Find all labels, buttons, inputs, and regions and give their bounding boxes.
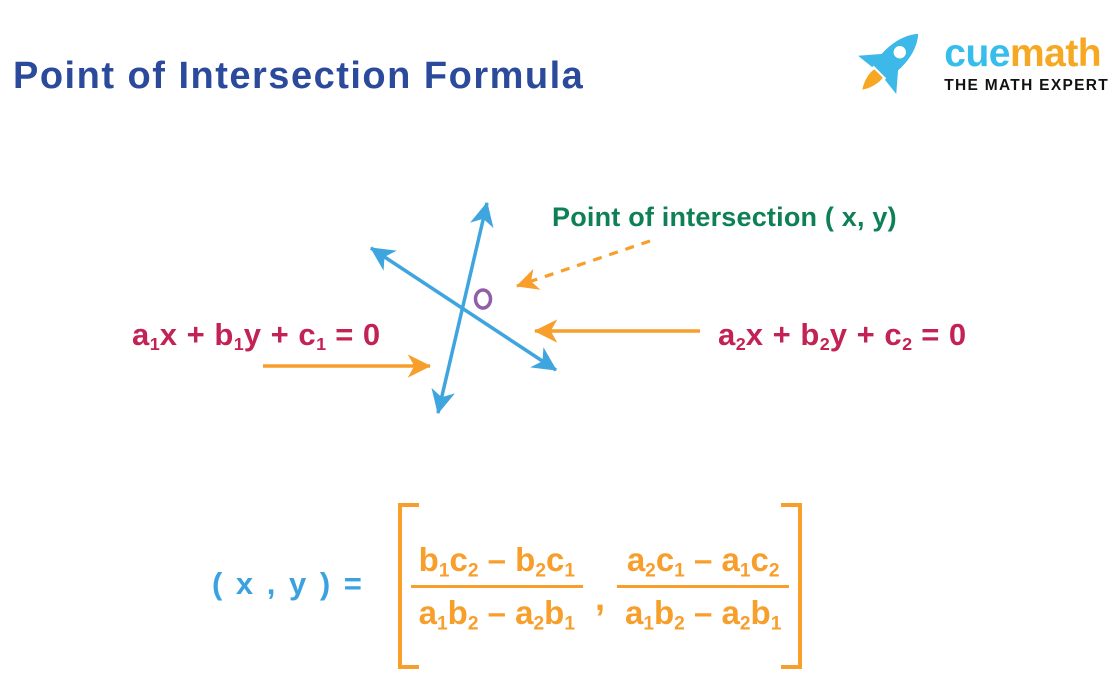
formula-lhs: ( x , y ) = — [212, 566, 365, 601]
x-coordinate-fraction: b1c2 – b2c1 a1b2 – a2b1 — [410, 540, 583, 633]
fraction-separator-comma: , — [594, 577, 605, 618]
intersection-point-marker — [473, 288, 493, 310]
logo-brand: cuemath — [944, 34, 1109, 73]
formula-bracket-expression: b1c2 – b2c1 a1b2 – a2b1 , a2c1 – a1c2 a1… — [398, 503, 802, 669]
x-fraction-denominator: a1b2 – a2b1 — [410, 584, 583, 633]
logo-tagline: THE MATH EXPERT — [944, 76, 1109, 94]
right-bracket — [781, 503, 802, 669]
x-fraction-numerator: b1c2 – b2c1 — [418, 540, 575, 581]
page-title: Point of Intersection Formula — [13, 55, 585, 97]
logo-brand-cue: cue — [944, 31, 1010, 75]
y-coordinate-fraction: a2c1 – a1c2 a1b2 – a2b1 — [617, 540, 790, 633]
y-fraction-denominator: a1b2 – a2b1 — [617, 584, 790, 633]
annotation-dashed-arrow — [516, 239, 651, 290]
cuemath-logo: cuemath THE MATH EXPERT — [840, 16, 1113, 112]
point-of-intersection-label: Point of intersection ( x, y) — [552, 202, 897, 232]
left-bracket — [398, 503, 419, 669]
y-fraction-numerator: a2c1 – a1c2 — [626, 540, 780, 581]
formula-fractions: b1c2 – b2c1 a1b2 – a2b1 , a2c1 – a1c2 a1… — [398, 503, 802, 669]
logo-brand-math: math — [1009, 31, 1102, 75]
logo-text: cuemath THE MATH EXPERT — [944, 34, 1113, 95]
equation-line1: a1x + b1y + c1 = 0 — [132, 317, 381, 355]
equation-line2: a2x + b2y + c2 = 0 — [718, 317, 967, 355]
line-2-shallow — [370, 246, 557, 372]
rocket-icon — [858, 33, 919, 94]
